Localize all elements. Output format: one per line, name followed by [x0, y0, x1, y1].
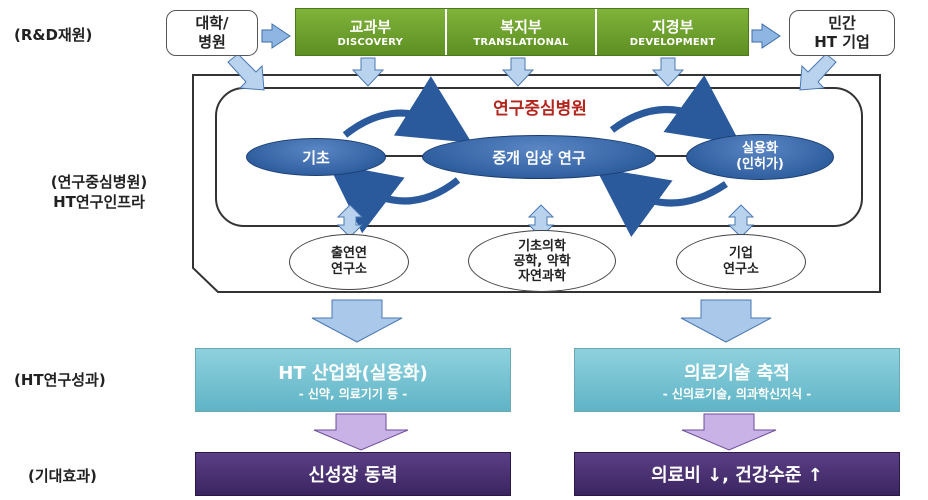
result-industrialization: HT 산업화(실용화) - 신약, 의료기기 등 - [195, 348, 511, 412]
institute-academic-line1: 기초의학 [518, 238, 566, 254]
arrow-right-to-company [751, 23, 781, 49]
arrow-to-results-right [680, 299, 772, 343]
arrow-to-effects-right [681, 413, 777, 451]
funder-mohw: 복지부 TRANSLATIONAL [446, 9, 598, 55]
cycle-arrow-left-top [342, 76, 472, 143]
institute-academic-line3: 자연과학 [518, 268, 566, 284]
row-label-effects: (기대효과) [28, 467, 97, 485]
institute-corporate: 기업 연구소 [676, 234, 806, 290]
institute-academic-line2: 공학, 약학 [513, 253, 571, 269]
institute-government: 출연연 연구소 [289, 234, 409, 290]
institute-academic: 기초의학 공학, 약학 자연과학 [468, 230, 616, 292]
effect-health: 의료비 ↓, 건강수준 ↑ [574, 452, 900, 496]
arrow-down-2 [501, 57, 535, 87]
row-label-funding: (R&D재원) [14, 26, 93, 44]
funders-bar: 교과부 DISCOVERY 복지부 TRANSLATIONAL 지경부 DEVE… [295, 8, 749, 56]
arrow-left-to-university [261, 23, 291, 49]
arrow-down-3 [651, 57, 685, 87]
hospital-title: 연구중심병원 [493, 98, 587, 119]
result-industrialization-title: HT 산업화(실용화) [278, 362, 428, 384]
arrow-diag-right [799, 53, 837, 91]
cycle-arrow-right-top [609, 75, 741, 145]
funder-moe: 교과부 DISCOVERY [296, 9, 447, 55]
stage-applied: 실용화 (인허가) [686, 134, 834, 180]
funder-mohw-sub: TRANSLATIONAL [473, 37, 569, 48]
funder-moe-sub: DISCOVERY [337, 37, 404, 48]
stage-translational: 중개 임상 연구 [422, 135, 656, 179]
row-label-infra-line1: (연구중심병원) [50, 173, 148, 191]
arrow-diag-left [227, 53, 265, 91]
private-company-line1: 민간 [828, 14, 856, 32]
arrow-to-results-left [311, 299, 403, 343]
result-medical-tech: 의료기술 축적 - 신의료기술, 의과학신지식 - [574, 348, 900, 412]
funder-moe-name: 교과부 [349, 18, 392, 36]
arrow-down-1 [351, 57, 385, 87]
row-label-infra-line2: HT연구인프라 [53, 193, 145, 211]
institute-corporate-line2: 연구소 [723, 262, 759, 277]
stage-applied-line1: 실용화 [742, 141, 778, 156]
result-industrialization-sub: - 신약, 의료기기 등 - [298, 386, 408, 401]
result-medical-tech-sub: - 신의료기술, 의과학신지식 - [662, 386, 812, 401]
cycle-arrow-right-bottom [595, 167, 728, 238]
row-label-results: (HT연구성과) [14, 371, 106, 389]
row-label-infra: (연구중심병원) HT연구인프라 [14, 172, 184, 212]
stage-applied-line2: (인허가) [736, 157, 784, 172]
funder-mohw-name: 복지부 [500, 18, 542, 36]
university-hospital-box: 대학/ 병원 [166, 10, 258, 56]
effect-growth-engine: 신성장 동력 [195, 452, 511, 496]
funder-mke-name: 지경부 [651, 18, 694, 36]
institute-government-line1: 출연연 [331, 246, 367, 261]
institute-corporate-line1: 기업 [729, 246, 753, 261]
university-hospital-line2: 병원 [198, 33, 226, 51]
funder-mke: 지경부 DEVELOPMENT [597, 9, 748, 55]
arrow-to-effects-left [313, 413, 409, 451]
university-hospital-line1: 대학/ [195, 14, 229, 32]
private-company-line2: HT 기업 [814, 33, 870, 51]
funder-mke-sub: DEVELOPMENT [629, 37, 716, 48]
private-company-box: 민간 HT 기업 [789, 10, 895, 56]
institute-government-line2: 연구소 [331, 262, 367, 277]
stage-basic: 기초 [246, 138, 386, 176]
result-medical-tech-title: 의료기술 축적 [684, 362, 790, 384]
cycle-arrow-left-bottom [327, 163, 461, 234]
